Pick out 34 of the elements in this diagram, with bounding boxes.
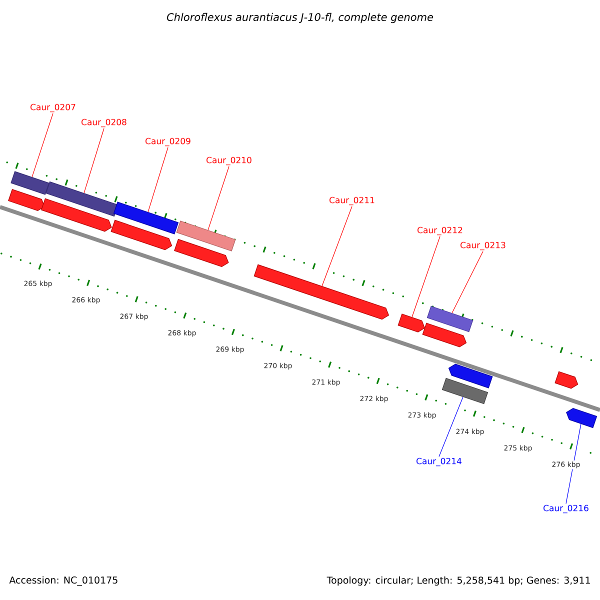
gene-label: Caur_0212 — [418, 226, 462, 236]
gene-feature — [554, 371, 578, 389]
gene-feature — [113, 202, 179, 234]
leader-line — [208, 166, 230, 230]
gene-label: Caur_0211 — [330, 196, 374, 206]
gene-feature — [46, 181, 118, 217]
leader-line — [566, 424, 582, 504]
leader-line — [452, 251, 484, 314]
leader-line — [32, 113, 54, 178]
gene-label: Caur_0207 — [30, 104, 76, 112]
gene-label: Caur_0209 — [146, 138, 190, 146]
gene-label: Caur_0216 — [544, 504, 588, 514]
gene-feature — [40, 198, 112, 232]
footer-text: Accession: NC_010175 — [9, 576, 118, 586]
gene-feature — [176, 220, 236, 252]
leader-line — [84, 128, 104, 194]
title: Chloroflexus aurantiacus J-10-fl, complete genome — [166, 12, 434, 24]
gene-feature — [422, 322, 467, 348]
gene-feature — [442, 378, 488, 404]
gene-feature — [8, 188, 45, 211]
leader-line — [322, 206, 352, 286]
gene-feature — [566, 408, 598, 428]
leader-line — [412, 236, 440, 318]
gene-feature — [448, 364, 493, 388]
footer-text: Topology: circular; Length: 5,258,541 bp; Genes: 3,911 — [326, 576, 590, 586]
gene-label: Caur_0208 — [82, 118, 126, 128]
gene-feature — [426, 306, 474, 332]
leader-line — [148, 147, 168, 212]
gene-label: Caur_0210 — [206, 156, 252, 166]
gene-label: Caur_0213 — [460, 242, 506, 250]
gene-feature — [110, 220, 172, 250]
gene-label: Caur_0214 — [416, 458, 462, 466]
gene-feature — [10, 171, 50, 195]
leader-line — [438, 396, 464, 457]
